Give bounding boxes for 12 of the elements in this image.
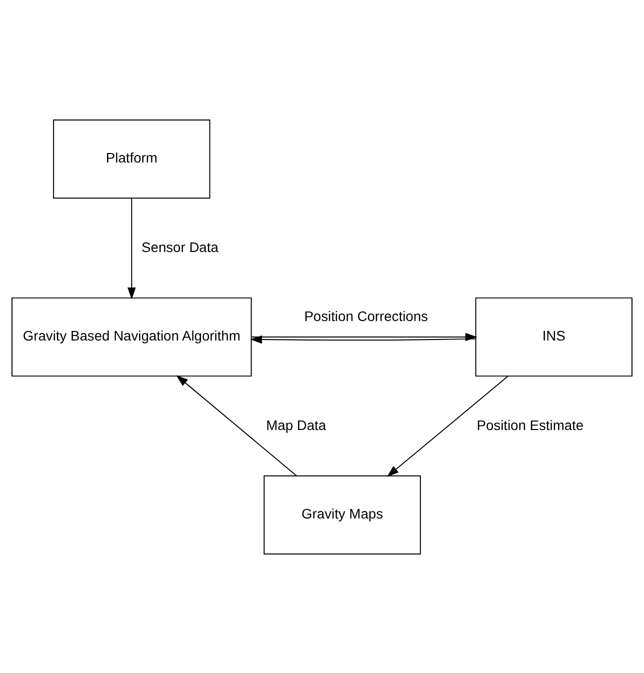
edge-label: Position Corrections xyxy=(304,307,428,324)
node-box: Gravity Based Navigation Algorithm xyxy=(12,296,252,376)
node-box: Gravity Maps xyxy=(264,474,421,554)
edge-label: Sensor Data xyxy=(142,238,218,255)
arrow xyxy=(176,374,298,476)
node-box: INS xyxy=(475,296,632,376)
arrow xyxy=(128,197,136,299)
node-box: Platform xyxy=(53,118,210,198)
arrow xyxy=(250,334,476,344)
edge-label: Position Estimate xyxy=(476,416,584,433)
edge-label: Map Data xyxy=(266,416,326,433)
arrow xyxy=(386,375,508,476)
